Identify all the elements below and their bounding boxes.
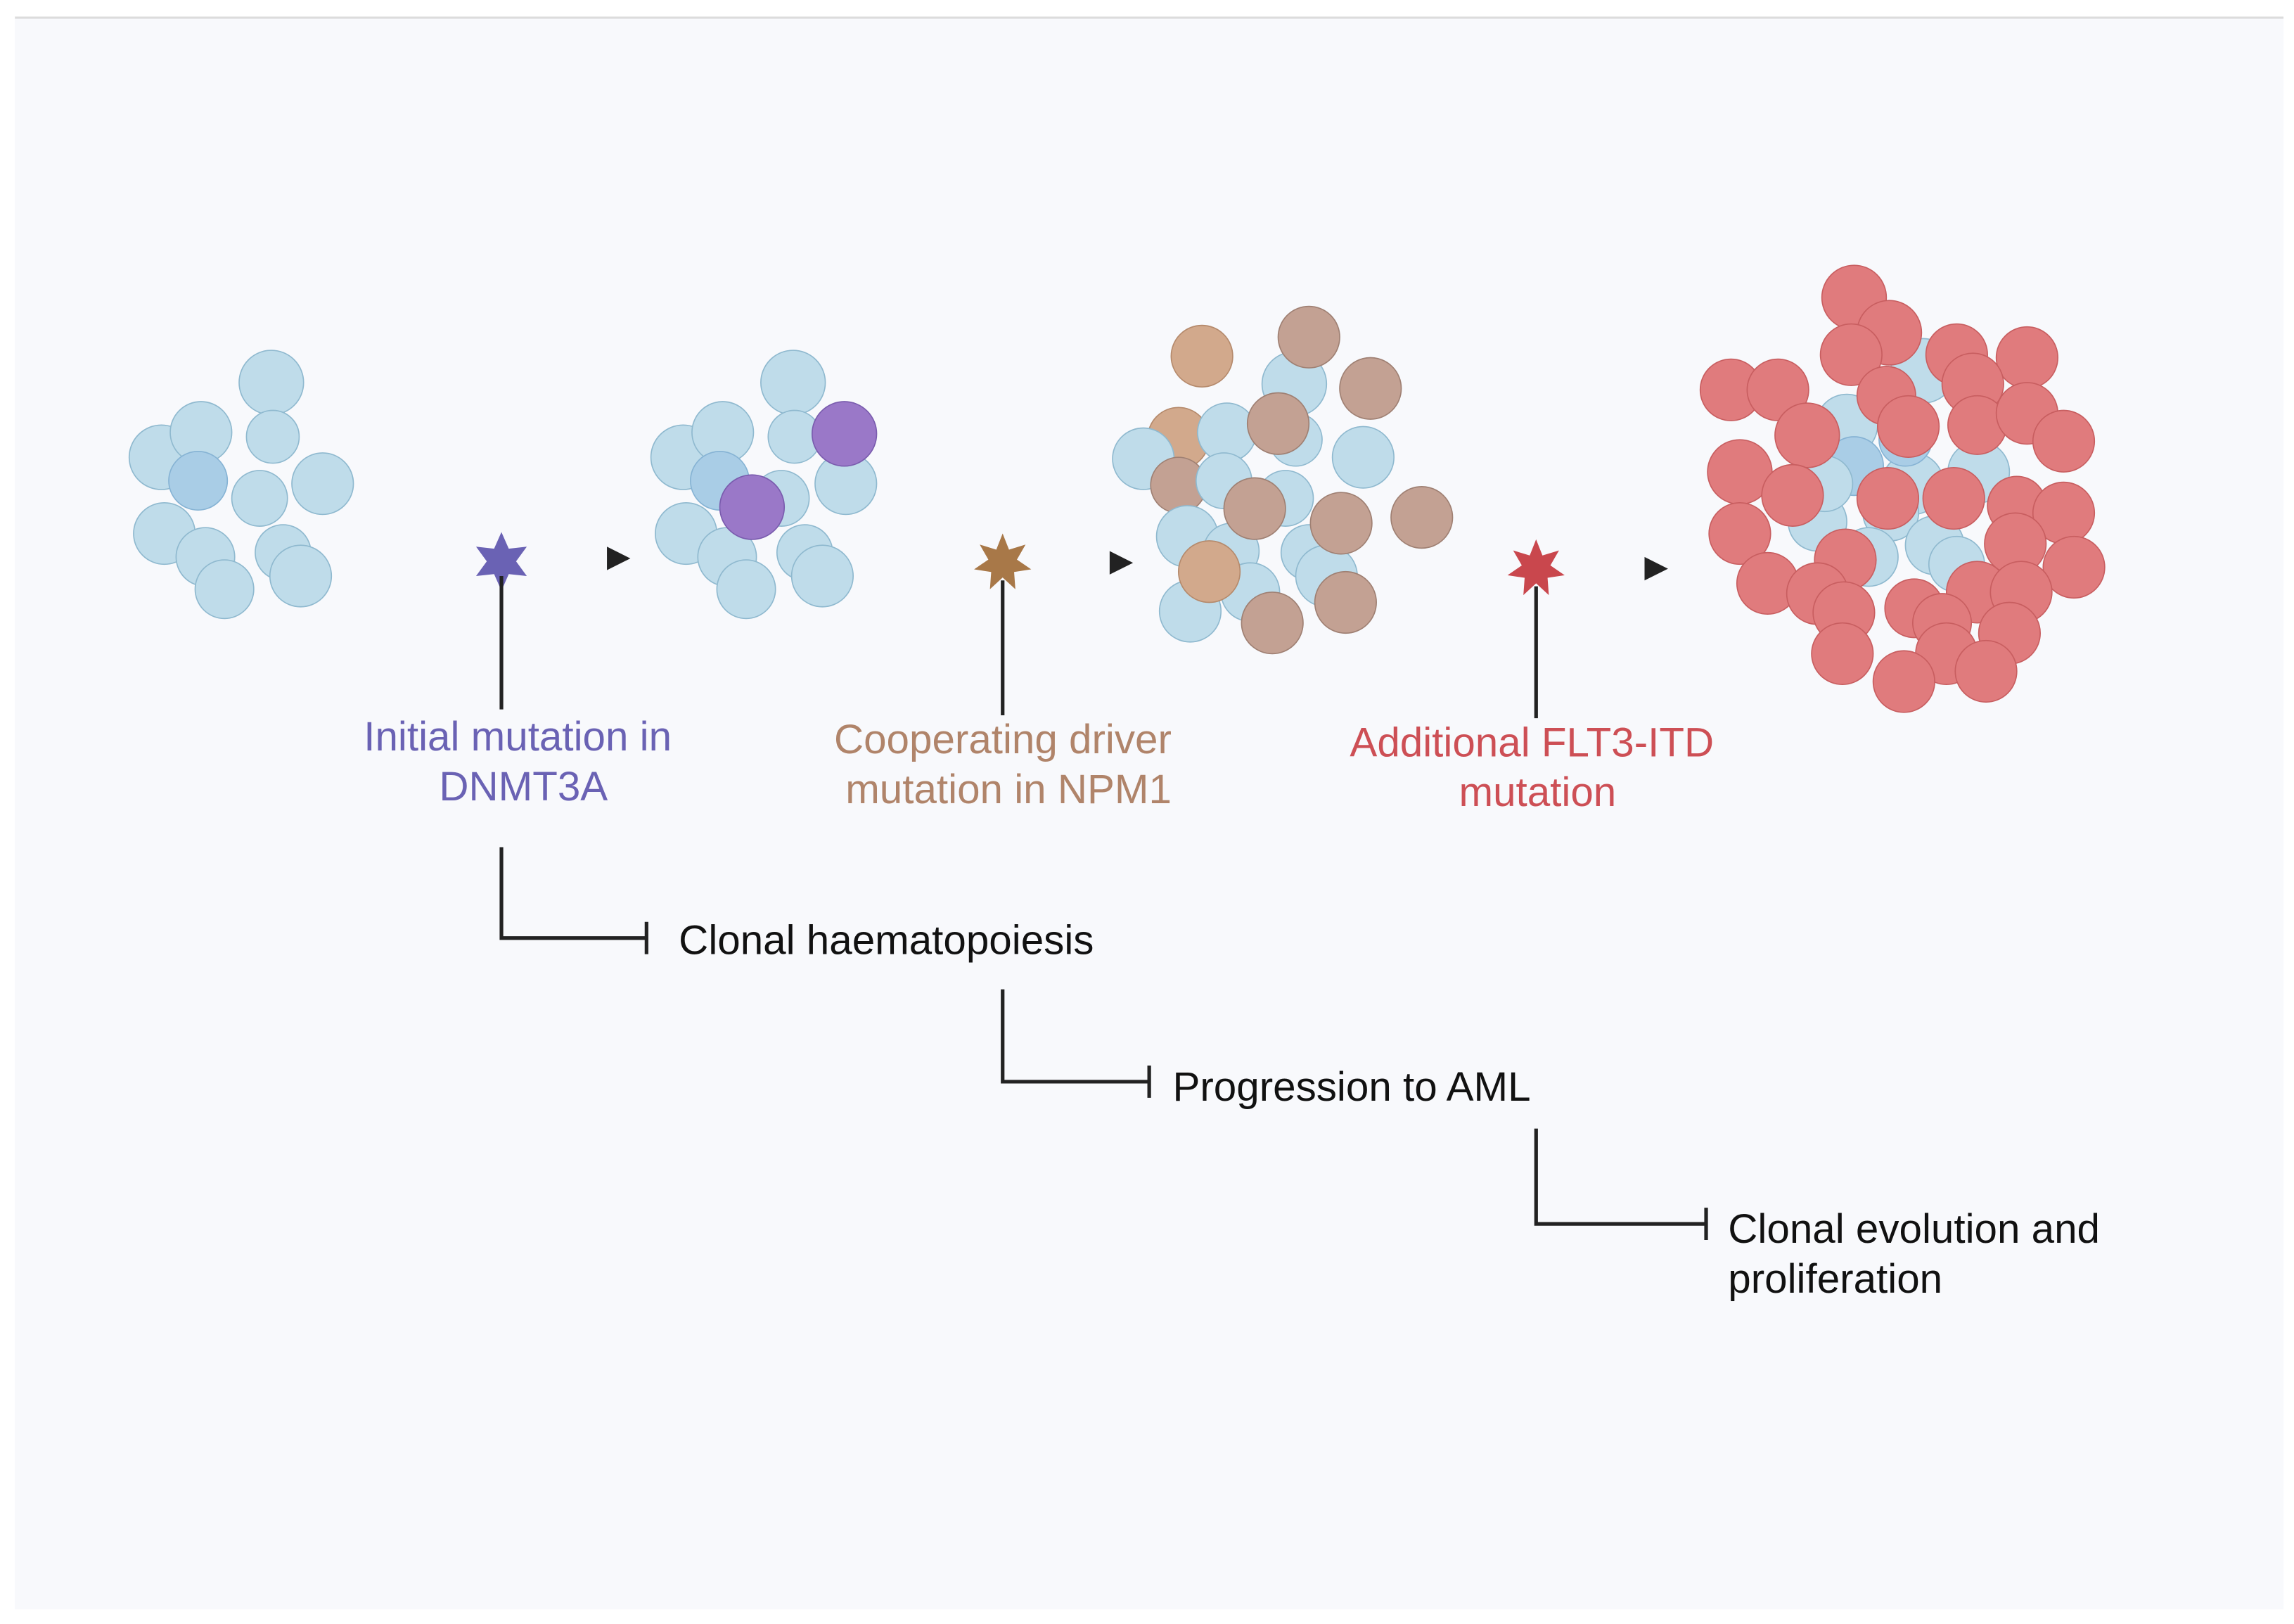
dnmt3a-mutant-cell xyxy=(719,474,786,540)
npm1-mutant-cell xyxy=(1277,305,1340,369)
flt3-mutant-cell xyxy=(2032,409,2096,473)
clonal-evolution-label: Clonal evolution and proliferation xyxy=(1728,1206,2111,1302)
normal-cell xyxy=(1331,426,1395,489)
arrow-head-2 xyxy=(1109,551,1134,575)
dnmt3a-label-line-1: Initial mutation in xyxy=(364,714,672,760)
flt3-mutant-cell xyxy=(1708,501,1771,565)
progression-line-1: Progression to AML xyxy=(1172,1064,1530,1110)
flt3-mutant-cell xyxy=(1819,323,1883,386)
flt3-mutation-label: Additional FLT3-ITD mutation xyxy=(1350,720,1725,815)
normal-cell xyxy=(716,559,776,620)
normal-cell xyxy=(790,544,854,608)
flt3-mutant-cell xyxy=(1856,466,1920,530)
flt3-mutant-cell xyxy=(2042,535,2106,599)
npm1-mutant-cell xyxy=(1241,592,1304,655)
npm1-mutant-cell xyxy=(1170,324,1233,388)
normal-cell xyxy=(168,451,229,511)
flt3-mutant-cell xyxy=(1954,639,2018,703)
flt3-mutant-cell xyxy=(1811,622,1874,686)
npm1-mutant-cell xyxy=(1309,492,1373,555)
clonal-evolution-line-1: Clonal evolution and xyxy=(1728,1206,2100,1252)
normal-cell xyxy=(269,544,333,608)
npm1-mutant-cell xyxy=(1314,570,1377,634)
flt3-mutant-cell xyxy=(1995,326,2058,390)
normal-cell xyxy=(231,470,288,527)
flt3-mutant-cell xyxy=(1872,650,1935,713)
flt3-mutant-cell xyxy=(1922,466,1985,530)
normal-cell xyxy=(760,350,826,416)
dnmt3a-mutant-cell xyxy=(811,401,878,467)
dnmt3a-mutation-label: Initial mutation in DNMT3A xyxy=(364,714,683,810)
progression-to-aml-label: Progression to AML xyxy=(1172,1064,1530,1110)
npm1-mutant-cell xyxy=(1390,486,1454,549)
flt3-label-line-1: Additional FLT3-ITD xyxy=(1350,720,1714,765)
flt3-mutant-cell xyxy=(1877,395,1940,459)
npm1-mutant-cell xyxy=(1246,392,1310,455)
npm1-mutant-cell xyxy=(1223,477,1286,540)
flt3-label-line-2: mutation xyxy=(1459,769,1616,815)
background-panel xyxy=(15,18,2284,1610)
flt3-itd-mutant-cell-cluster xyxy=(1699,264,2106,713)
clonal-haematopoiesis-line-1: Clonal haematopoiesis xyxy=(679,918,1094,964)
normal-cell xyxy=(194,559,255,620)
clonal-haematopoiesis-label: Clonal haematopoiesis xyxy=(679,918,1094,964)
npm1-mutation-star-icon xyxy=(974,533,1032,589)
clonal-evolution-line-2: proliferation xyxy=(1728,1256,1942,1302)
flt3-mutant-cell xyxy=(1761,463,1824,527)
npm1-mutant-cell xyxy=(1339,357,1402,420)
npm1-label-line-1: Cooperating driver xyxy=(834,717,1172,762)
dnmt3a-mutation-star-icon xyxy=(475,532,527,591)
flt3-mutation-star-icon xyxy=(1507,539,1565,596)
connector-clonal-evolution xyxy=(1534,1128,1708,1241)
arrow-head-1 xyxy=(607,546,631,570)
normal-cell-cluster xyxy=(128,350,354,620)
npm1-mutation-label: Cooperating driver mutation in NPM1 xyxy=(834,717,1183,812)
normal-cell xyxy=(238,350,305,416)
normal-cell xyxy=(245,409,300,464)
connector-clonal-haematopoiesis xyxy=(499,847,648,954)
normal-cell xyxy=(291,452,354,516)
dnmt3a-mutant-cell-cluster xyxy=(650,350,878,620)
connector-progression-to-aml xyxy=(1001,989,1151,1098)
dnmt3a-label-line-2: DNMT3A xyxy=(439,764,608,810)
npm1-mutant-cell xyxy=(1177,540,1241,603)
arrow-head-3 xyxy=(1644,556,1668,581)
flt3-mutant-cell xyxy=(1774,402,1840,468)
npm1-label-line-2: mutation in NPM1 xyxy=(845,767,1172,812)
npm1-mutant-cell-cluster xyxy=(1112,305,1454,655)
